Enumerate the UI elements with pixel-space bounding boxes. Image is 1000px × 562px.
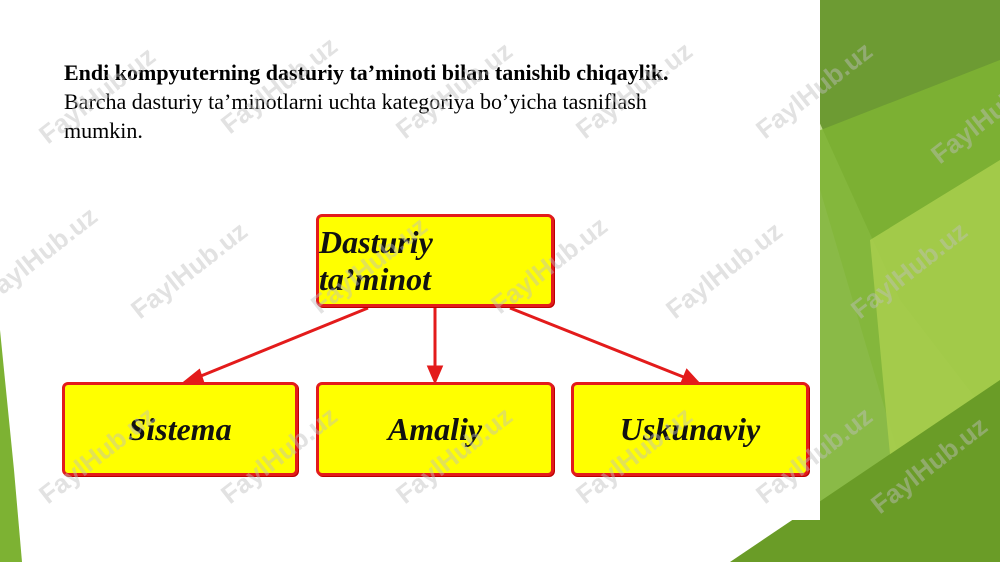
- child-node-label: Sistema: [128, 410, 232, 447]
- slide-body-line-2: mumkin.: [64, 118, 143, 143]
- child-node-label: Amaliy: [387, 410, 483, 447]
- slide-text: Endi kompyuterning dasturiy ta’minoti bi…: [64, 58, 784, 145]
- child-node-label: Uskunaviy: [619, 410, 761, 447]
- child-node-amaliy: Amaliy: [316, 382, 554, 476]
- slide-body-line-1: Barcha dasturiy ta’minotlarni uchta kate…: [64, 89, 647, 114]
- arrow-left-line: [195, 306, 369, 380]
- root-node: Dasturiy ta’minot: [316, 214, 554, 307]
- green-shape-left: [0, 330, 22, 562]
- slide-heading: Endi kompyuterning dasturiy ta’minoti bi…: [64, 60, 669, 85]
- arrow-right-line: [509, 306, 687, 380]
- root-node-label: Dasturiy ta’minot: [319, 223, 433, 297]
- arrow-mid-head: [426, 365, 444, 385]
- child-node-sistema: Sistema: [62, 382, 298, 476]
- child-node-uskunaviy: Uskunaviy: [571, 382, 809, 476]
